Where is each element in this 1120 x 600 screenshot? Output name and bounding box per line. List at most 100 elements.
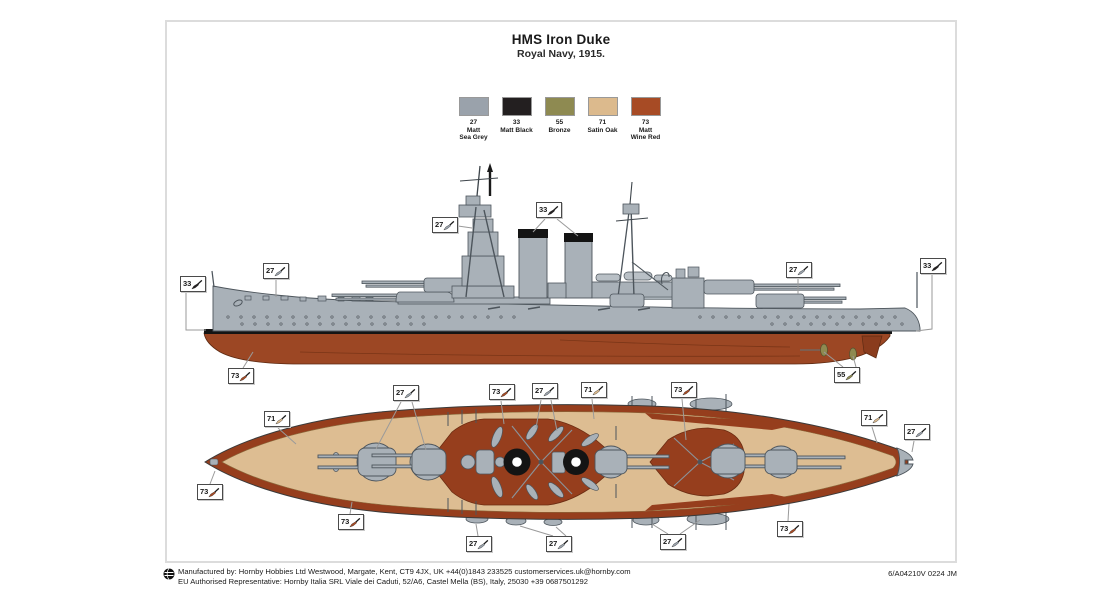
- paint-callout-plan-27: 27: [546, 536, 572, 552]
- paint-callout-side-33: 33: [920, 258, 946, 274]
- swatch-color-chip: [630, 97, 661, 116]
- callout-number: 33: [539, 205, 548, 215]
- callout-number: 73: [780, 524, 789, 534]
- page-title: HMS Iron Duke: [511, 32, 611, 47]
- callout-leader-lines: [185, 218, 933, 537]
- paintbrush-icon: [274, 266, 286, 276]
- leader-line: [519, 525, 554, 537]
- swatch-color-chip: [587, 97, 618, 116]
- paintbrush-icon: [500, 387, 512, 397]
- paintbrush-icon: [671, 537, 683, 547]
- leader-line: [556, 218, 579, 237]
- title-block: HMS Iron Duke Royal Navy, 1915.: [165, 33, 957, 61]
- leader-line: [681, 398, 687, 441]
- paint-callout-side-73: 73: [228, 368, 254, 384]
- paintbrush-icon: [592, 385, 604, 395]
- plan-view: [204, 394, 914, 530]
- leader-line: [871, 426, 878, 444]
- paint-callout-plan-71: 71: [264, 411, 290, 427]
- paintbrush-icon: [547, 205, 559, 215]
- paintbrush-icon: [557, 539, 569, 549]
- leader-line: [852, 355, 857, 368]
- paintbrush-icon: [404, 388, 416, 398]
- leader-line: [457, 225, 473, 229]
- paint-swatch-73: 73 Matt Wine Red: [624, 97, 667, 142]
- leader-line: [679, 519, 701, 535]
- callout-number: 27: [907, 427, 916, 437]
- paint-swatch-27: 27 Matt Sea Grey: [452, 97, 495, 142]
- footer-line-1: Manufactured by: Hornby Hobbies Ltd West…: [178, 567, 631, 576]
- leader-line: [550, 399, 558, 432]
- paint-callout-plan-71: 71: [861, 410, 887, 426]
- paintbrush-icon: [275, 414, 287, 424]
- callout-number: 27: [266, 266, 275, 276]
- swatch-label: 73 Matt Wine Red: [630, 119, 661, 141]
- manufacturer-logo-icon: [163, 568, 175, 580]
- paint-callout-side-27: 27: [263, 263, 289, 279]
- callout-number: 73: [492, 387, 501, 397]
- paint-callout-plan-27: 27: [904, 424, 930, 440]
- swatch-label: 55 Bronze: [548, 119, 571, 134]
- leader-line: [277, 427, 297, 445]
- leader-line: [185, 293, 206, 331]
- callout-number: 73: [341, 517, 350, 527]
- paintbrush-icon: [443, 220, 455, 230]
- paint-callout-side-27: 27: [432, 217, 458, 233]
- callout-number: 71: [267, 414, 276, 424]
- leader-line: [242, 351, 254, 369]
- paint-callout-plan-27: 27: [466, 536, 492, 552]
- callout-number: 73: [674, 385, 683, 395]
- page-subtitle: Royal Navy, 1915.: [517, 48, 605, 60]
- leader-line: [915, 275, 933, 332]
- paintbrush-icon: [543, 386, 555, 396]
- paintbrush-icon: [931, 261, 943, 271]
- callout-number: 73: [200, 487, 209, 497]
- paint-callout-side-33: 33: [180, 276, 206, 292]
- paint-swatch-71: 71 Satin Oak: [581, 97, 624, 142]
- callout-number: 27: [535, 386, 544, 396]
- paintbrush-icon: [682, 385, 694, 395]
- paint-callout-plan-73: 73: [777, 521, 803, 537]
- paintbrush-icon: [349, 517, 361, 527]
- leader-line: [555, 526, 567, 537]
- footer-line-2: EU Authorised Representative: Hornby Ita…: [178, 576, 588, 586]
- paintbrush-icon: [191, 279, 203, 289]
- swatch-color-chip: [458, 97, 489, 116]
- callout-number: 71: [584, 385, 593, 395]
- paint-callout-side-27: 27: [786, 262, 812, 278]
- paint-callout-side-55: 55: [834, 367, 860, 383]
- paint-callout-side-33: 33: [536, 202, 562, 218]
- paint-callout-plan-73: 73: [489, 384, 515, 400]
- callout-number: 71: [864, 413, 873, 423]
- swatch-color-chip: [544, 97, 575, 116]
- paintbrush-icon: [797, 265, 809, 275]
- paint-swatch-55: 55 Bronze: [538, 97, 581, 142]
- leader-line: [823, 351, 844, 368]
- paintbrush-icon: [788, 524, 800, 534]
- callout-number: 33: [923, 261, 932, 271]
- callout-number: 27: [469, 539, 478, 549]
- paint-callout-plan-73: 73: [338, 514, 364, 530]
- leader-line: [500, 400, 505, 425]
- leader-line: [651, 523, 669, 535]
- callout-number: 55: [837, 370, 846, 380]
- paint-callout-plan-73: 73: [671, 382, 697, 398]
- callout-number: 27: [435, 220, 444, 230]
- leader-line: [591, 398, 595, 420]
- callout-number: 27: [549, 539, 558, 549]
- paintbrush-icon: [872, 413, 884, 423]
- callout-number: 27: [663, 537, 672, 547]
- leader-line: [375, 401, 402, 450]
- side-profile-view: [203, 163, 921, 365]
- swatch-label: 27 Matt Sea Grey: [459, 119, 488, 141]
- leader-line: [787, 503, 790, 522]
- callout-number: 27: [396, 388, 405, 398]
- leader-line: [475, 523, 479, 537]
- leader-line: [209, 470, 216, 485]
- leader-line: [349, 501, 353, 515]
- callout-number: 27: [789, 265, 798, 275]
- paintbrush-icon: [239, 371, 251, 381]
- swatch-color-chip: [501, 97, 532, 116]
